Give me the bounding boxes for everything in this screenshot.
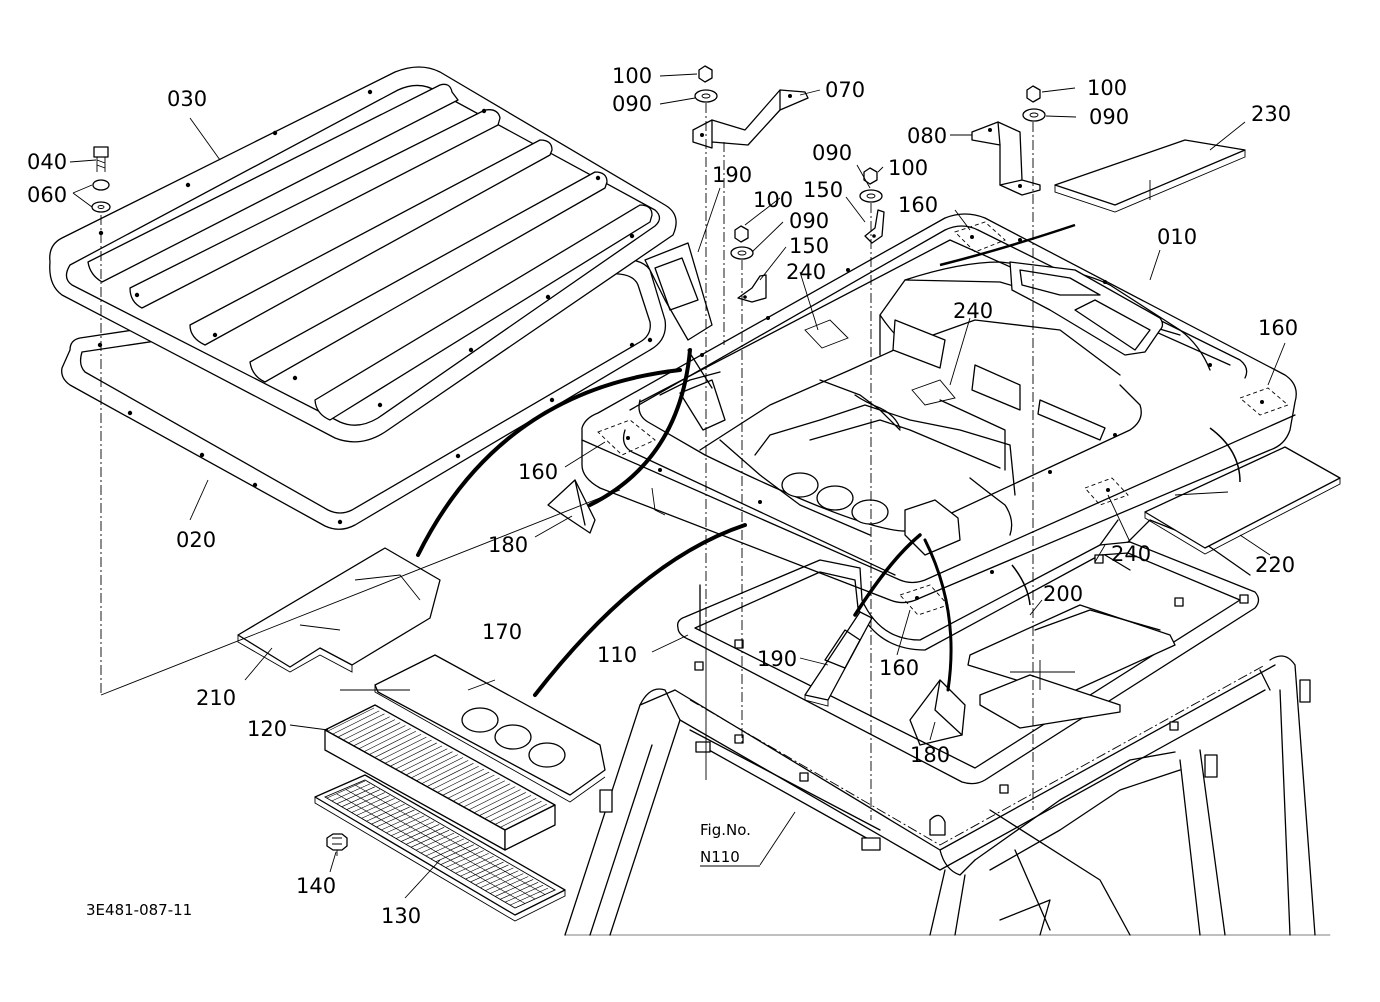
nuts-washers bbox=[694, 65, 1046, 260]
callout-170: 170 bbox=[482, 620, 522, 644]
callout-090: 090 bbox=[789, 209, 829, 233]
callout-040: 040 bbox=[27, 150, 67, 174]
callout-120: 120 bbox=[247, 717, 287, 741]
part-080-bracket bbox=[971, 121, 1041, 196]
callout-110: 110 bbox=[597, 643, 637, 667]
part-130-grille bbox=[314, 774, 566, 922]
part-070-bracket bbox=[692, 89, 809, 149]
callout-140: 140 bbox=[296, 874, 336, 898]
part-190-seat bbox=[679, 379, 726, 431]
figure-reference: Fig.No. N110 bbox=[700, 821, 760, 867]
callout-230: 230 bbox=[1251, 102, 1291, 126]
center-lines bbox=[100, 103, 1034, 820]
part-210-plate bbox=[237, 547, 441, 673]
callout-240: 240 bbox=[786, 260, 826, 284]
callout-200: 200 bbox=[1043, 582, 1083, 606]
part-230-plate bbox=[1054, 139, 1246, 213]
callout-160: 160 bbox=[898, 193, 938, 217]
figure-ref-line2: N110 bbox=[700, 848, 740, 866]
callout-100: 100 bbox=[888, 156, 928, 180]
callout-020: 020 bbox=[176, 528, 216, 552]
part-170-filter-cover bbox=[374, 654, 606, 803]
callout-060: 060 bbox=[27, 183, 67, 207]
callout-030: 030 bbox=[167, 87, 207, 111]
callout-070: 070 bbox=[825, 78, 865, 102]
part-180-cover-left bbox=[547, 479, 596, 534]
cab-frame bbox=[564, 655, 1331, 936]
leader-lines bbox=[69, 73, 1286, 899]
callout-160: 160 bbox=[879, 656, 919, 680]
callout-180: 180 bbox=[910, 743, 950, 767]
callout-100: 100 bbox=[753, 188, 793, 212]
part-120-filter bbox=[324, 704, 556, 851]
callout-100: 100 bbox=[612, 64, 652, 88]
part-150-bracket-a bbox=[737, 274, 767, 303]
callout-100: 100 bbox=[1087, 76, 1127, 100]
callout-160: 160 bbox=[518, 460, 558, 484]
callout-010: 010 bbox=[1157, 225, 1197, 249]
callout-190: 190 bbox=[757, 647, 797, 671]
drawing-code: 3E481-087-11 bbox=[86, 901, 192, 919]
part-190-cover-upper bbox=[644, 242, 713, 341]
callout-080: 080 bbox=[907, 124, 947, 148]
callout-090: 090 bbox=[1089, 105, 1129, 129]
callout-130: 130 bbox=[381, 904, 421, 928]
callout-240: 240 bbox=[953, 299, 993, 323]
assembly-arrows bbox=[416, 223, 1241, 697]
callout-150: 150 bbox=[803, 178, 843, 202]
part-140-nut bbox=[326, 833, 348, 856]
part-010-housing bbox=[581, 213, 1297, 746]
callout-190: 190 bbox=[712, 163, 752, 187]
part-150-bracket-b bbox=[864, 209, 885, 244]
callout-180: 180 bbox=[488, 533, 528, 557]
callout-240: 240 bbox=[1111, 542, 1151, 566]
callout-160: 160 bbox=[1258, 316, 1298, 340]
part-030-roof-panel bbox=[49, 66, 677, 443]
callout-090: 090 bbox=[812, 141, 852, 165]
part-200-cover bbox=[967, 604, 1176, 729]
callout-labels: 010 020 030 040 060 070 080 090 090 090 … bbox=[27, 64, 1298, 928]
part-040-bolt bbox=[91, 146, 111, 213]
callout-150: 150 bbox=[789, 234, 829, 258]
figure-ref-line1: Fig.No. bbox=[700, 821, 751, 839]
callout-090: 090 bbox=[612, 92, 652, 116]
callout-220: 220 bbox=[1255, 553, 1295, 577]
part-190-cover-lower bbox=[804, 611, 873, 707]
callout-210: 210 bbox=[196, 686, 236, 710]
